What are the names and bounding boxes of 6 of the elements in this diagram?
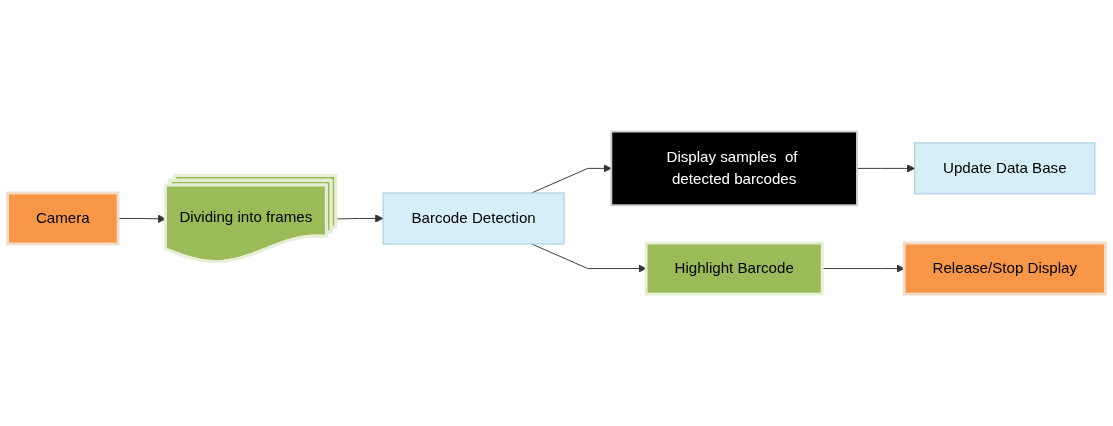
node-box: Release/Stop Display xyxy=(902,241,1107,296)
node-box: Camera xyxy=(6,191,120,246)
node-box: Barcode Detection xyxy=(382,192,565,245)
node-box: Update Data Base xyxy=(914,142,1096,195)
node-box: Highlight Barcode xyxy=(644,241,824,296)
node-box: Display samples of detected barcodes xyxy=(610,130,858,207)
